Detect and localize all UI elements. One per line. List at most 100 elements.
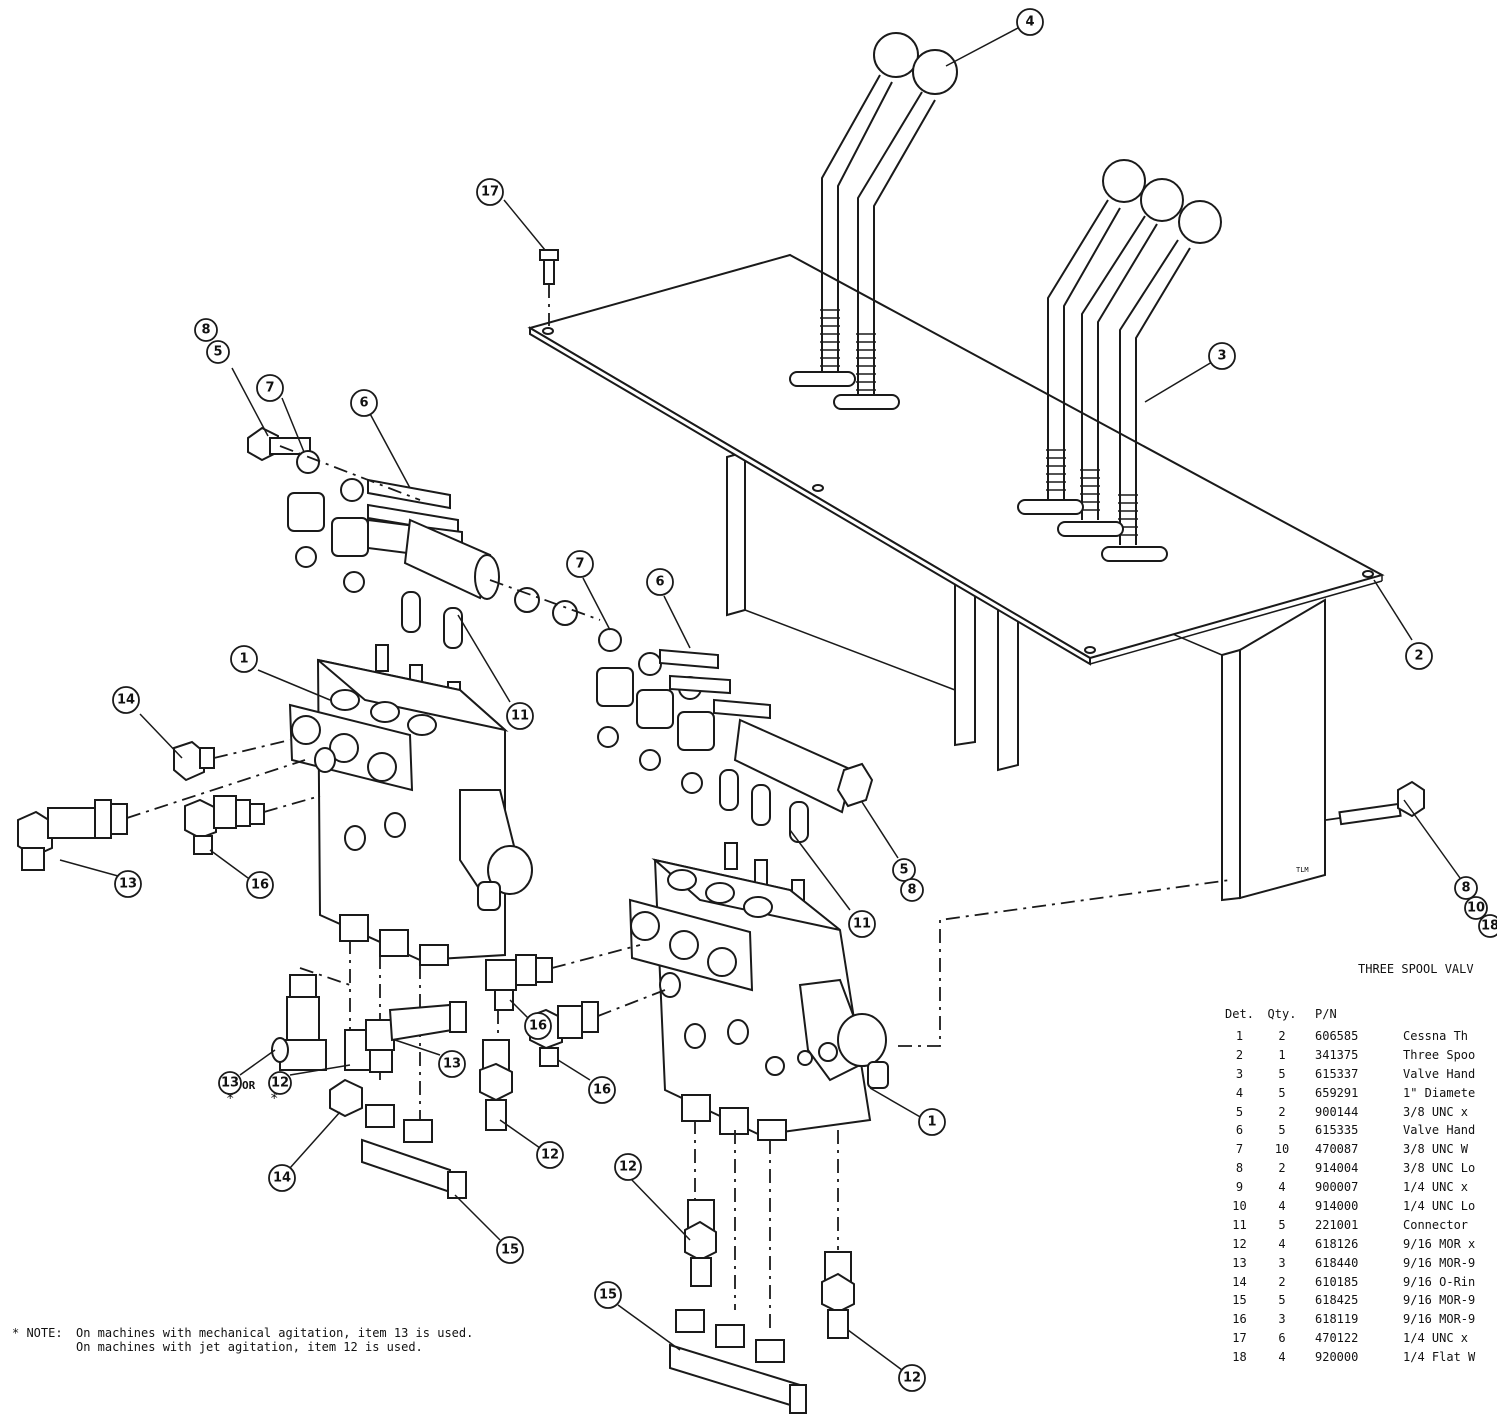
bom-pn: 618440 [1315, 1255, 1359, 1270]
svg-text:7: 7 [265, 381, 274, 396]
bom-det: 10 [1232, 1199, 1247, 1214]
balloon-11-right: 11 [848, 910, 876, 938]
balloon-18-far: 18 [1478, 914, 1497, 938]
balloon-8-right: 8 [900, 878, 924, 902]
bom-det: 14 [1232, 1274, 1247, 1289]
bom-desc: 1" Diamete [1403, 1085, 1476, 1100]
svg-text:3: 3 [1217, 349, 1226, 364]
bom-det: 7 [1235, 1142, 1244, 1157]
bom-desc: 3/8 UNC W [1403, 1142, 1469, 1157]
bom-pn: 470122 [1315, 1331, 1359, 1346]
bom-pn: 606585 [1315, 1029, 1359, 1043]
svg-text:17: 17 [481, 185, 499, 200]
svg-text:5: 5 [899, 863, 908, 878]
svg-text:1: 1 [239, 652, 248, 667]
asterisk-12: * [270, 1091, 278, 1107]
valve-handles [789, 32, 1222, 562]
bom-desc: Connector [1403, 1217, 1469, 1232]
bom-qty: 5 [1278, 1293, 1286, 1308]
valve-body-left [288, 658, 533, 966]
svg-text:13: 13 [443, 1057, 461, 1072]
balloon-15-right: 15 [594, 1281, 622, 1309]
svg-text:8: 8 [907, 883, 916, 898]
balloon-16-left: 16 [246, 871, 274, 899]
bom-qty: 4 [1278, 1236, 1286, 1251]
bom-qty: 10 [1274, 1142, 1290, 1157]
bom-qty: 1 [1278, 1047, 1286, 1062]
balloon-8-top: 8 [194, 318, 218, 342]
plate-tag: TLM [1296, 866, 1309, 874]
bom-qty: 5 [1278, 1066, 1286, 1081]
bom-pn: 615337 [1315, 1066, 1359, 1081]
connectors-11-right [719, 769, 809, 907]
bom-qty: 2 [1278, 1029, 1286, 1043]
svg-text:12: 12 [619, 1160, 637, 1175]
agitation-note: * NOTE: On machines with mechanical agita… [12, 1326, 536, 1354]
bom-desc: 9/16 MOR-9 [1403, 1293, 1476, 1308]
bom-det: 11 [1232, 1217, 1247, 1232]
right-linkage [596, 628, 874, 814]
mounting-plate: TLM [527, 253, 1385, 902]
balloon-3: 3 [1208, 342, 1236, 370]
bom-pn: 618126 [1315, 1236, 1359, 1251]
note-label: * NOTE: [12, 1326, 63, 1340]
svg-text:4: 4 [1025, 15, 1034, 30]
balloon-5-top: 5 [206, 340, 230, 364]
svg-text:12: 12 [271, 1076, 289, 1091]
balloon-14-top: 14 [112, 686, 140, 714]
bom-header-desc [1395, 1005, 1497, 1027]
bom-desc: Cessna Th [1403, 1029, 1469, 1043]
bom-qty: 2 [1278, 1104, 1286, 1119]
screw-17 [539, 249, 559, 326]
upper-linkage [247, 426, 601, 626]
svg-text:13: 13 [221, 1076, 239, 1091]
bom-pn: 470087 [1315, 1142, 1359, 1157]
bom-pn: 914004 [1315, 1161, 1359, 1176]
svg-text:16: 16 [529, 1019, 547, 1034]
balloon-15-left: 15 [496, 1236, 524, 1264]
bom-qty: 5 [1278, 1085, 1286, 1100]
balloon-4: 4 [1016, 8, 1044, 36]
bom-det: 12 [1232, 1236, 1247, 1251]
bom-desc: Three Spoo [1403, 1047, 1476, 1062]
bom-pn: 900007 [1315, 1180, 1359, 1195]
balloon-5-right: 5 [892, 858, 916, 882]
bom-det: 4 [1235, 1085, 1244, 1100]
bom-det: 3 [1235, 1066, 1244, 1081]
bom-desc: Valve Hand [1403, 1066, 1476, 1081]
bom-det: 18 [1232, 1350, 1247, 1365]
bom-desc: 9/16 O-Rin [1403, 1274, 1476, 1289]
note-line-1: On machines with mechanical agitation, i… [76, 1326, 474, 1340]
svg-text:16: 16 [251, 878, 269, 893]
leader-lines [59, 27, 1461, 1371]
bom-header-pn: P/N [1315, 1007, 1337, 1021]
svg-text:12: 12 [903, 1371, 921, 1386]
bom-header-qty: Qty. [1267, 1007, 1297, 1021]
bom-desc: 1/4 UNC x [1403, 1331, 1469, 1346]
balloon-1-right: 1 [918, 1108, 946, 1136]
bom-desc: 1/4 UNC Lo [1403, 1199, 1476, 1214]
bom-qty: 2 [1278, 1161, 1286, 1176]
valve-body-right [628, 858, 889, 1141]
balloon-7-right: 7 [566, 550, 594, 578]
svg-text:15: 15 [501, 1243, 519, 1258]
balloon-6-left: 6 [350, 389, 378, 417]
bom-det: 9 [1235, 1180, 1244, 1195]
bom-qty: 5 [1278, 1217, 1286, 1232]
bom-desc: 1/4 Flat W [1403, 1350, 1476, 1365]
bom-det: 6 [1235, 1123, 1244, 1138]
svg-text:10: 10 [1467, 901, 1485, 916]
svg-text:13: 13 [119, 877, 137, 892]
balloon-1-left: 1 [230, 645, 258, 673]
